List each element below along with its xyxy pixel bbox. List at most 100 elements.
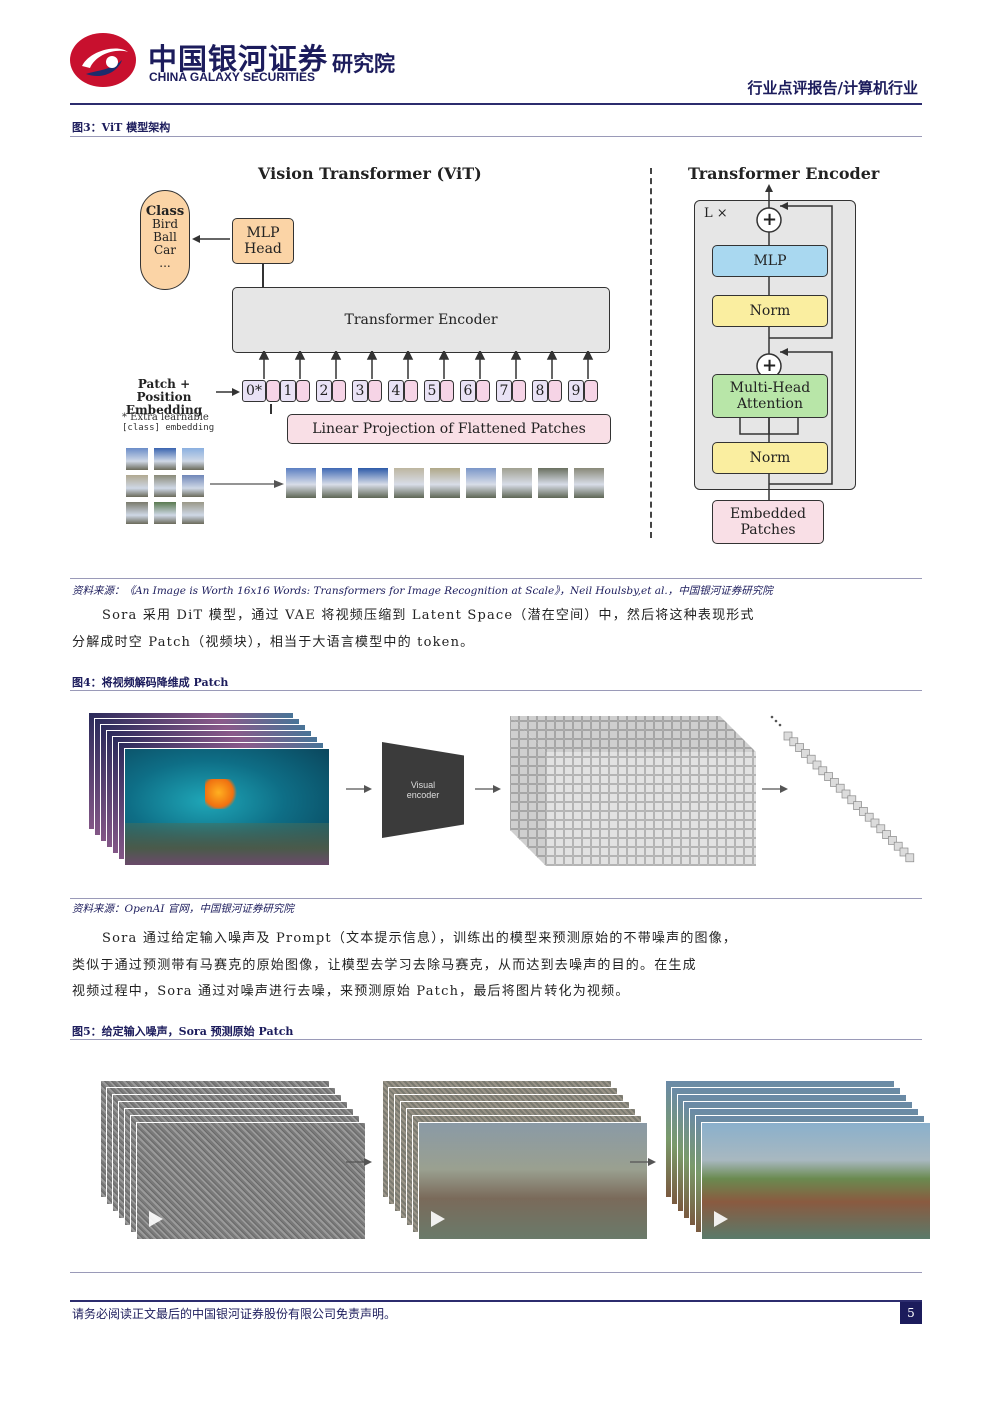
- patch-token: [512, 380, 526, 402]
- flattened-patch: [466, 468, 496, 498]
- flattened-patch-strip: [286, 468, 606, 498]
- arrow-right-icon: [346, 1158, 372, 1166]
- figure4-source: 资料来源：OpenAI 官网，中国银河证券研究院: [72, 903, 294, 915]
- encoder-norm-top: Norm: [712, 295, 828, 327]
- paragraph-line: 类似于通过预测带有马赛克的原始图像，让模型去学习去除马赛克，从而达到去噪声的目的…: [72, 957, 697, 973]
- sequence-patch: [893, 841, 903, 851]
- sequence-patch: [853, 801, 862, 810]
- patch-token: [584, 380, 598, 402]
- token-position-label: 0*: [242, 380, 266, 402]
- flattened-patch: [574, 468, 604, 498]
- image-patch: [182, 502, 204, 524]
- encoder-title: Transformer Encoder: [688, 164, 880, 183]
- patch-token: [368, 380, 382, 402]
- header-divider: [70, 103, 922, 105]
- figure4-caption: 图4：将视频解码降维成 Patch: [72, 676, 229, 689]
- report-type: 行业点评报告/计算机行业: [747, 79, 918, 97]
- video-frames-stack: [88, 712, 338, 868]
- play-icon[interactable]: [431, 1211, 445, 1227]
- image-patch-grid: [126, 448, 206, 524]
- figure3-source: 资料来源：《An Image is Worth 16x16 Words: Tra…: [72, 585, 773, 597]
- flattened-patch: [394, 468, 424, 498]
- figure3-bottom-rule: [70, 578, 922, 579]
- residual-add-top: +: [762, 209, 778, 230]
- header: 中国银河证券 CHINA GALAXY SECURITIES 研究院 行业点评报…: [0, 0, 992, 106]
- token-position-label: 9: [568, 380, 584, 402]
- token-position-label: 8: [532, 380, 548, 402]
- image-patch: [154, 502, 176, 524]
- sequence-patch: [795, 743, 804, 752]
- video-frame: [124, 748, 330, 866]
- encoder-multi-head-attention: Multi-Head Attention: [712, 374, 828, 418]
- noisy-frame: [136, 1122, 366, 1240]
- noisy-frame: [701, 1122, 931, 1240]
- arrow-right-icon: [210, 480, 284, 488]
- class-output: Class Bird Ball Car ...: [140, 190, 190, 290]
- token-position-label: 3: [352, 380, 368, 402]
- sequence-patch: [841, 789, 851, 799]
- image-patch: [126, 502, 148, 524]
- image-patch: [154, 448, 176, 470]
- noise-stack-1: [100, 1080, 366, 1244]
- patch-token: [332, 380, 346, 402]
- class-item: Ball: [153, 230, 177, 244]
- token-position-label: 5: [424, 380, 440, 402]
- sequence-patch: [789, 737, 799, 747]
- sequence-patch: [812, 760, 822, 770]
- arrow-right-icon: [630, 1158, 656, 1166]
- figure3-caption: 图3：ViT 模型架构: [72, 121, 171, 134]
- paragraph-line: Sora 采用 DiT 模型，通过 VAE 将视频压缩到 Latent Spac…: [102, 608, 755, 623]
- image-patch: [126, 448, 148, 470]
- play-icon[interactable]: [149, 1211, 163, 1227]
- flattened-patch: [430, 468, 460, 498]
- patch-token: [404, 380, 418, 402]
- patch-token: [548, 380, 562, 402]
- sequence-patch: [888, 836, 897, 845]
- extra-learnable-note: * Extra learnable [class] embedding: [122, 412, 214, 434]
- sequence-patch: [847, 795, 857, 805]
- figure4-bottom-rule: [70, 898, 922, 899]
- butterfly-icon: [205, 779, 239, 809]
- class-label: Class: [145, 204, 185, 219]
- sequence-patch: [806, 754, 816, 764]
- arrow-right-icon: [762, 785, 788, 793]
- figure5-bottom-rule: [70, 1272, 922, 1273]
- token-position-label: 6: [460, 380, 476, 402]
- arrow-right-icon: [475, 785, 501, 793]
- sequence-patch: [835, 783, 845, 793]
- encoder-mlp: MLP: [712, 245, 828, 277]
- flattened-patch: [322, 468, 352, 498]
- vit-diagram: Vision Transformer (ViT) Class Bird Ball…: [100, 150, 900, 570]
- footer-divider: [70, 1300, 922, 1302]
- embedded-patches-block: Embedded Patches: [712, 500, 824, 544]
- paragraph-1: Sora 采用 DiT 模型，通过 VAE 将视频压缩到 Latent Spac…: [72, 603, 792, 656]
- sequence-patch: [824, 772, 833, 781]
- paragraph-2: Sora 通过给定输入噪声及 Prompt（文本提示信息），训练出的模型来预测原…: [72, 926, 792, 1006]
- patch-sequence: [768, 714, 920, 866]
- sequence-patch: [905, 853, 915, 863]
- extra-note-line: [class] embedding: [122, 423, 215, 433]
- arrow-right-icon: [346, 785, 372, 793]
- sequence-patch: [801, 749, 810, 758]
- flattened-patch: [502, 468, 532, 498]
- image-patch: [182, 448, 204, 470]
- flattened-patch: [358, 468, 388, 498]
- galaxy-logo-icon: [70, 33, 136, 87]
- figure4-caption-rule: [70, 690, 922, 691]
- noisy-frame: [418, 1122, 648, 1240]
- token-position-label: 7: [496, 380, 512, 402]
- patch-position-label: Patch + Position Embedding: [125, 377, 203, 417]
- brand-name-cn: 中国银河证券: [148, 42, 329, 76]
- encoder-norm-bottom: Norm: [712, 442, 828, 474]
- visual-encoder-label: Visual encoder: [406, 780, 440, 800]
- connector: [270, 404, 272, 414]
- paragraph-line: 分解成时空 Patch（视频块），相当于大语言模型中的 token。: [72, 634, 475, 650]
- extra-note-line: * Extra learnable: [122, 412, 209, 423]
- arrow-left-icon: [192, 235, 230, 243]
- image-patch: [126, 475, 148, 497]
- sequence-patch: [876, 824, 886, 834]
- play-icon[interactable]: [714, 1211, 728, 1227]
- class-item: ...: [159, 256, 171, 270]
- sequence-patch: [818, 766, 828, 776]
- sequence-patch: [870, 818, 880, 828]
